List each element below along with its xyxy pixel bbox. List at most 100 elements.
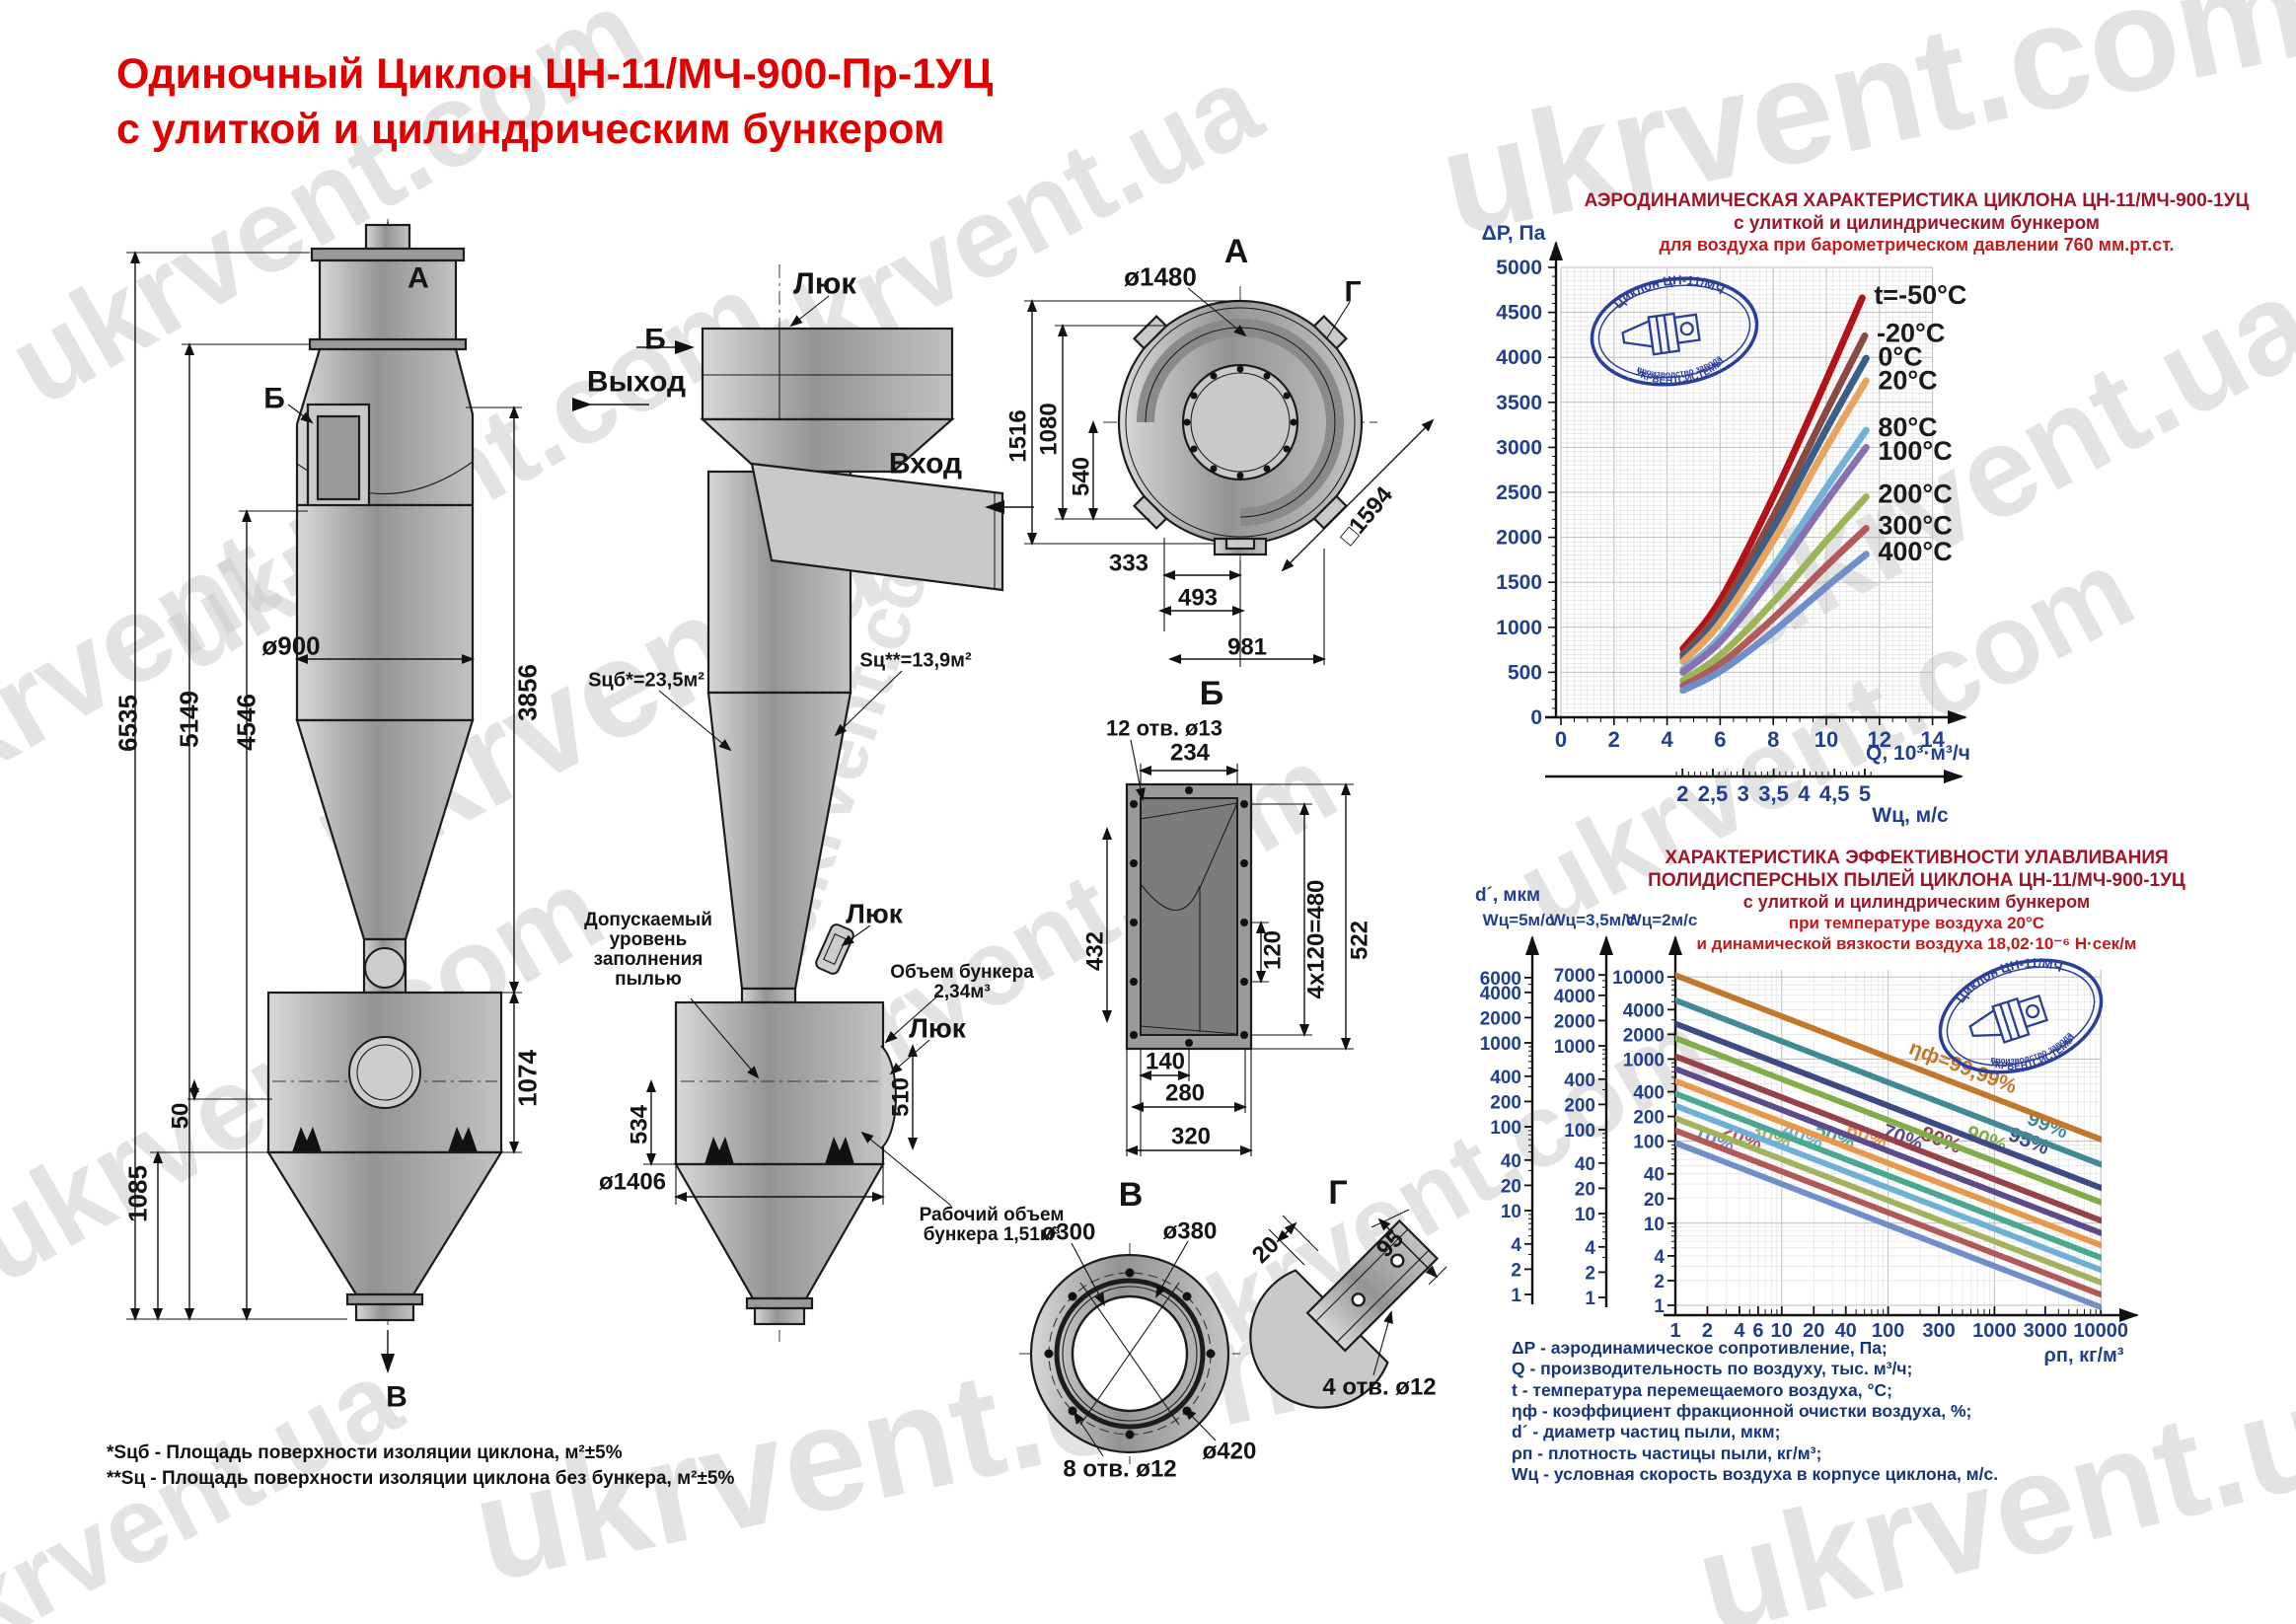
curve-300°C <box>1679 524 1870 690</box>
chart2-ruler-tick: 4 <box>1585 1238 1595 1259</box>
chart1-ytick: 5000 <box>1496 257 1542 279</box>
chart1-x2label: Wц, м/с <box>1872 804 1949 827</box>
curve-label-0°C: 0°C <box>1878 341 1922 371</box>
side-view-drawing <box>572 264 1034 1342</box>
chart2-ruler-tick: 2 <box>1654 1272 1665 1292</box>
page-title-line2: с улиткой и цилиндрическим бункером <box>116 105 945 153</box>
chart2-ruler-tick: 10 <box>1644 1215 1665 1235</box>
chart2-title-line5: и динамической вязкости воздуха 18,02·10… <box>1696 934 2137 954</box>
chart1-x2tick: 2,5 <box>1698 781 1729 806</box>
chart1-ytick: 4000 <box>1496 346 1542 369</box>
chart2-ruler-tick: 4000 <box>1480 984 1521 1004</box>
chart2-ruler-label: Wц=2м/с <box>1626 911 1698 929</box>
legend-line: ρп - плотность частицы пыли, кг/м³; <box>1512 1442 1822 1463</box>
chart1-subtitle: с улиткой и цилиндрическим бункером <box>1734 213 2100 235</box>
chart1-xlabel: Q, 10³·м³/ч <box>1866 742 1970 765</box>
chart2-ruler-tick: 4 <box>1654 1247 1665 1268</box>
chart1-xtick: 0 <box>1555 727 1567 752</box>
curve-label-300°C: 300°C <box>1878 510 1952 540</box>
footnotes: *Sцб - Площадь поверхности изоляции цикл… <box>107 1440 734 1492</box>
curve-200°C <box>1679 493 1870 685</box>
legend-line: t - температура перемещаемого воздуха, °… <box>1512 1379 1892 1400</box>
legend-line: ηф - коэффициент фракционной очистки воз… <box>1512 1401 1972 1422</box>
curve-label--20°C: -20°C <box>1877 318 1945 347</box>
chart2-ruler-tick: 400 <box>1633 1083 1665 1104</box>
chart2-ruler-tick: 20 <box>1575 1179 1595 1200</box>
chart2-ruler-tick: 2 <box>1511 1260 1521 1281</box>
chart2-ruler-tick: 1 <box>1654 1296 1665 1317</box>
chart2-xlabel: ρп, кг/м³ <box>2044 1345 2124 1366</box>
chart2-xtick: 1000 <box>1972 1320 2017 1342</box>
efficiency-line-60% <box>1675 1077 2102 1249</box>
chart2-ruler-tick: 2000 <box>1623 1025 1665 1046</box>
legend-line: Wц - условная скорость воздуха в корпусе… <box>1512 1464 1999 1485</box>
chart1-ytick: 3500 <box>1496 392 1542 414</box>
chart2-ruler-tick: 200 <box>1633 1108 1665 1129</box>
footnote-2: **Sц - Площадь поверхности изоляции цикл… <box>107 1468 735 1490</box>
chart1-ytick: 500 <box>1508 661 1542 684</box>
chart1-ytick: 2000 <box>1496 527 1542 550</box>
chart2-ruler-tick: 1000 <box>1554 1037 1595 1058</box>
curve-label-100°C: 100°C <box>1878 436 1952 466</box>
chart2-title-line4: при температуре воздуха 20°С <box>1788 914 2045 933</box>
curve-t=-50°C <box>1679 294 1866 653</box>
legend-line: Q - производительность по воздуху, тыс. … <box>1512 1359 1913 1379</box>
chart1-ylabel: ΔР, Па <box>1482 222 1546 245</box>
chart1-ytick: 2500 <box>1496 481 1542 504</box>
chart2-ruler-tick: 4000 <box>1554 987 1595 1007</box>
chart2-ruler-tick: 1000 <box>1480 1034 1521 1055</box>
chart2-ruler-tick: 6000 <box>1480 969 1521 990</box>
chart2-ruler-tick: 20 <box>1644 1190 1665 1211</box>
curve-400°C <box>1679 551 1870 695</box>
chart1-x2tick: 2 <box>1676 781 1688 806</box>
chart1-subtitle2: для воздуха при барометрическом давлении… <box>1659 235 2175 256</box>
chart2-header: ХАРАКТЕРИСТИКА ЭФФЕКТИВНОСТИ УЛАВЛИВАНИЯ… <box>1534 847 2296 955</box>
chart2-ruler-tick: 4000 <box>1623 1000 1665 1021</box>
chart2-xtick: 10000 <box>2073 1320 2128 1342</box>
chart2-ruler-label: Wц=5м/с <box>1483 911 1555 929</box>
footnote-1: *Sцб - Площадь поверхности изоляции цикл… <box>107 1442 623 1463</box>
chart1-xtick: 14 <box>1920 727 1945 752</box>
page-title: Одиночный Циклон ЦН-11/МЧ-900-Пр-1УЦ с у… <box>116 47 993 158</box>
symbols-legend: ΔР - аэродинамическое сопротивление, Па;… <box>1512 1338 1998 1485</box>
chart2-title-line3: с улиткой и цилиндрическим бункером <box>1742 892 2091 913</box>
chart2-ruler-tick: 200 <box>1490 1092 1521 1113</box>
efficiency-line-95% <box>1675 1020 2102 1191</box>
efficiency-line-40% <box>1675 1102 2102 1274</box>
chart2-ruler-tick: 400 <box>1564 1070 1595 1091</box>
efficiency-line-10% <box>1675 1140 2102 1310</box>
chart1-x2tick: 5 <box>1859 781 1871 806</box>
curve-label-400°C: 400°C <box>1878 537 1952 566</box>
legend-line: d´ - диаметр частиц пыли, мкм; <box>1512 1422 1781 1442</box>
chart2-ruler-tick: 100 <box>1490 1118 1521 1139</box>
chart1-ytick: 0 <box>1530 706 1542 729</box>
page-title-line1: Одиночный Циклон ЦН-11/МЧ-900-Пр-1УЦ <box>116 50 994 98</box>
svg-text:Циклон ЦН-11/МЧ: Циклон ЦН-11/МЧ <box>1608 265 1729 313</box>
chart2-ruler-tick: 400 <box>1490 1068 1521 1088</box>
efficiency-line-20% <box>1675 1127 2102 1298</box>
efficiency-line-70% <box>1675 1066 2102 1236</box>
view-g-drawing <box>1249 1209 1447 1409</box>
chart2-xtick: 20 <box>1803 1320 1824 1342</box>
chart1-x2tick: 3 <box>1738 781 1749 806</box>
curve-label-200°C: 200°C <box>1878 480 1952 509</box>
efficiency-line-ηф=99,99% <box>1675 972 2102 1143</box>
chart1-ytick: 1500 <box>1496 571 1542 594</box>
curve-label-20°C: 20°C <box>1878 365 1937 395</box>
chart2-ylabel: d´, мкм <box>1475 885 1540 906</box>
efficiency-line-80% <box>1675 1053 2102 1224</box>
chart1-x2tick: 4 <box>1798 781 1811 806</box>
chart2-ruler-tick: 1 <box>1585 1289 1595 1309</box>
chart1-xtick: 12 <box>1868 727 1891 752</box>
chart1-xtick: 10 <box>1815 727 1838 752</box>
view-v-drawing <box>1019 1240 1240 1464</box>
chart2-ruler-tick: 10 <box>1501 1202 1521 1222</box>
chart2-xtick: 1 <box>1669 1320 1680 1342</box>
chart2-ruler-tick: 100 <box>1633 1133 1665 1153</box>
chart1-xtick: 2 <box>1608 727 1620 752</box>
curve-100°C <box>1679 443 1870 676</box>
chart1-xtick: 4 <box>1661 727 1673 752</box>
